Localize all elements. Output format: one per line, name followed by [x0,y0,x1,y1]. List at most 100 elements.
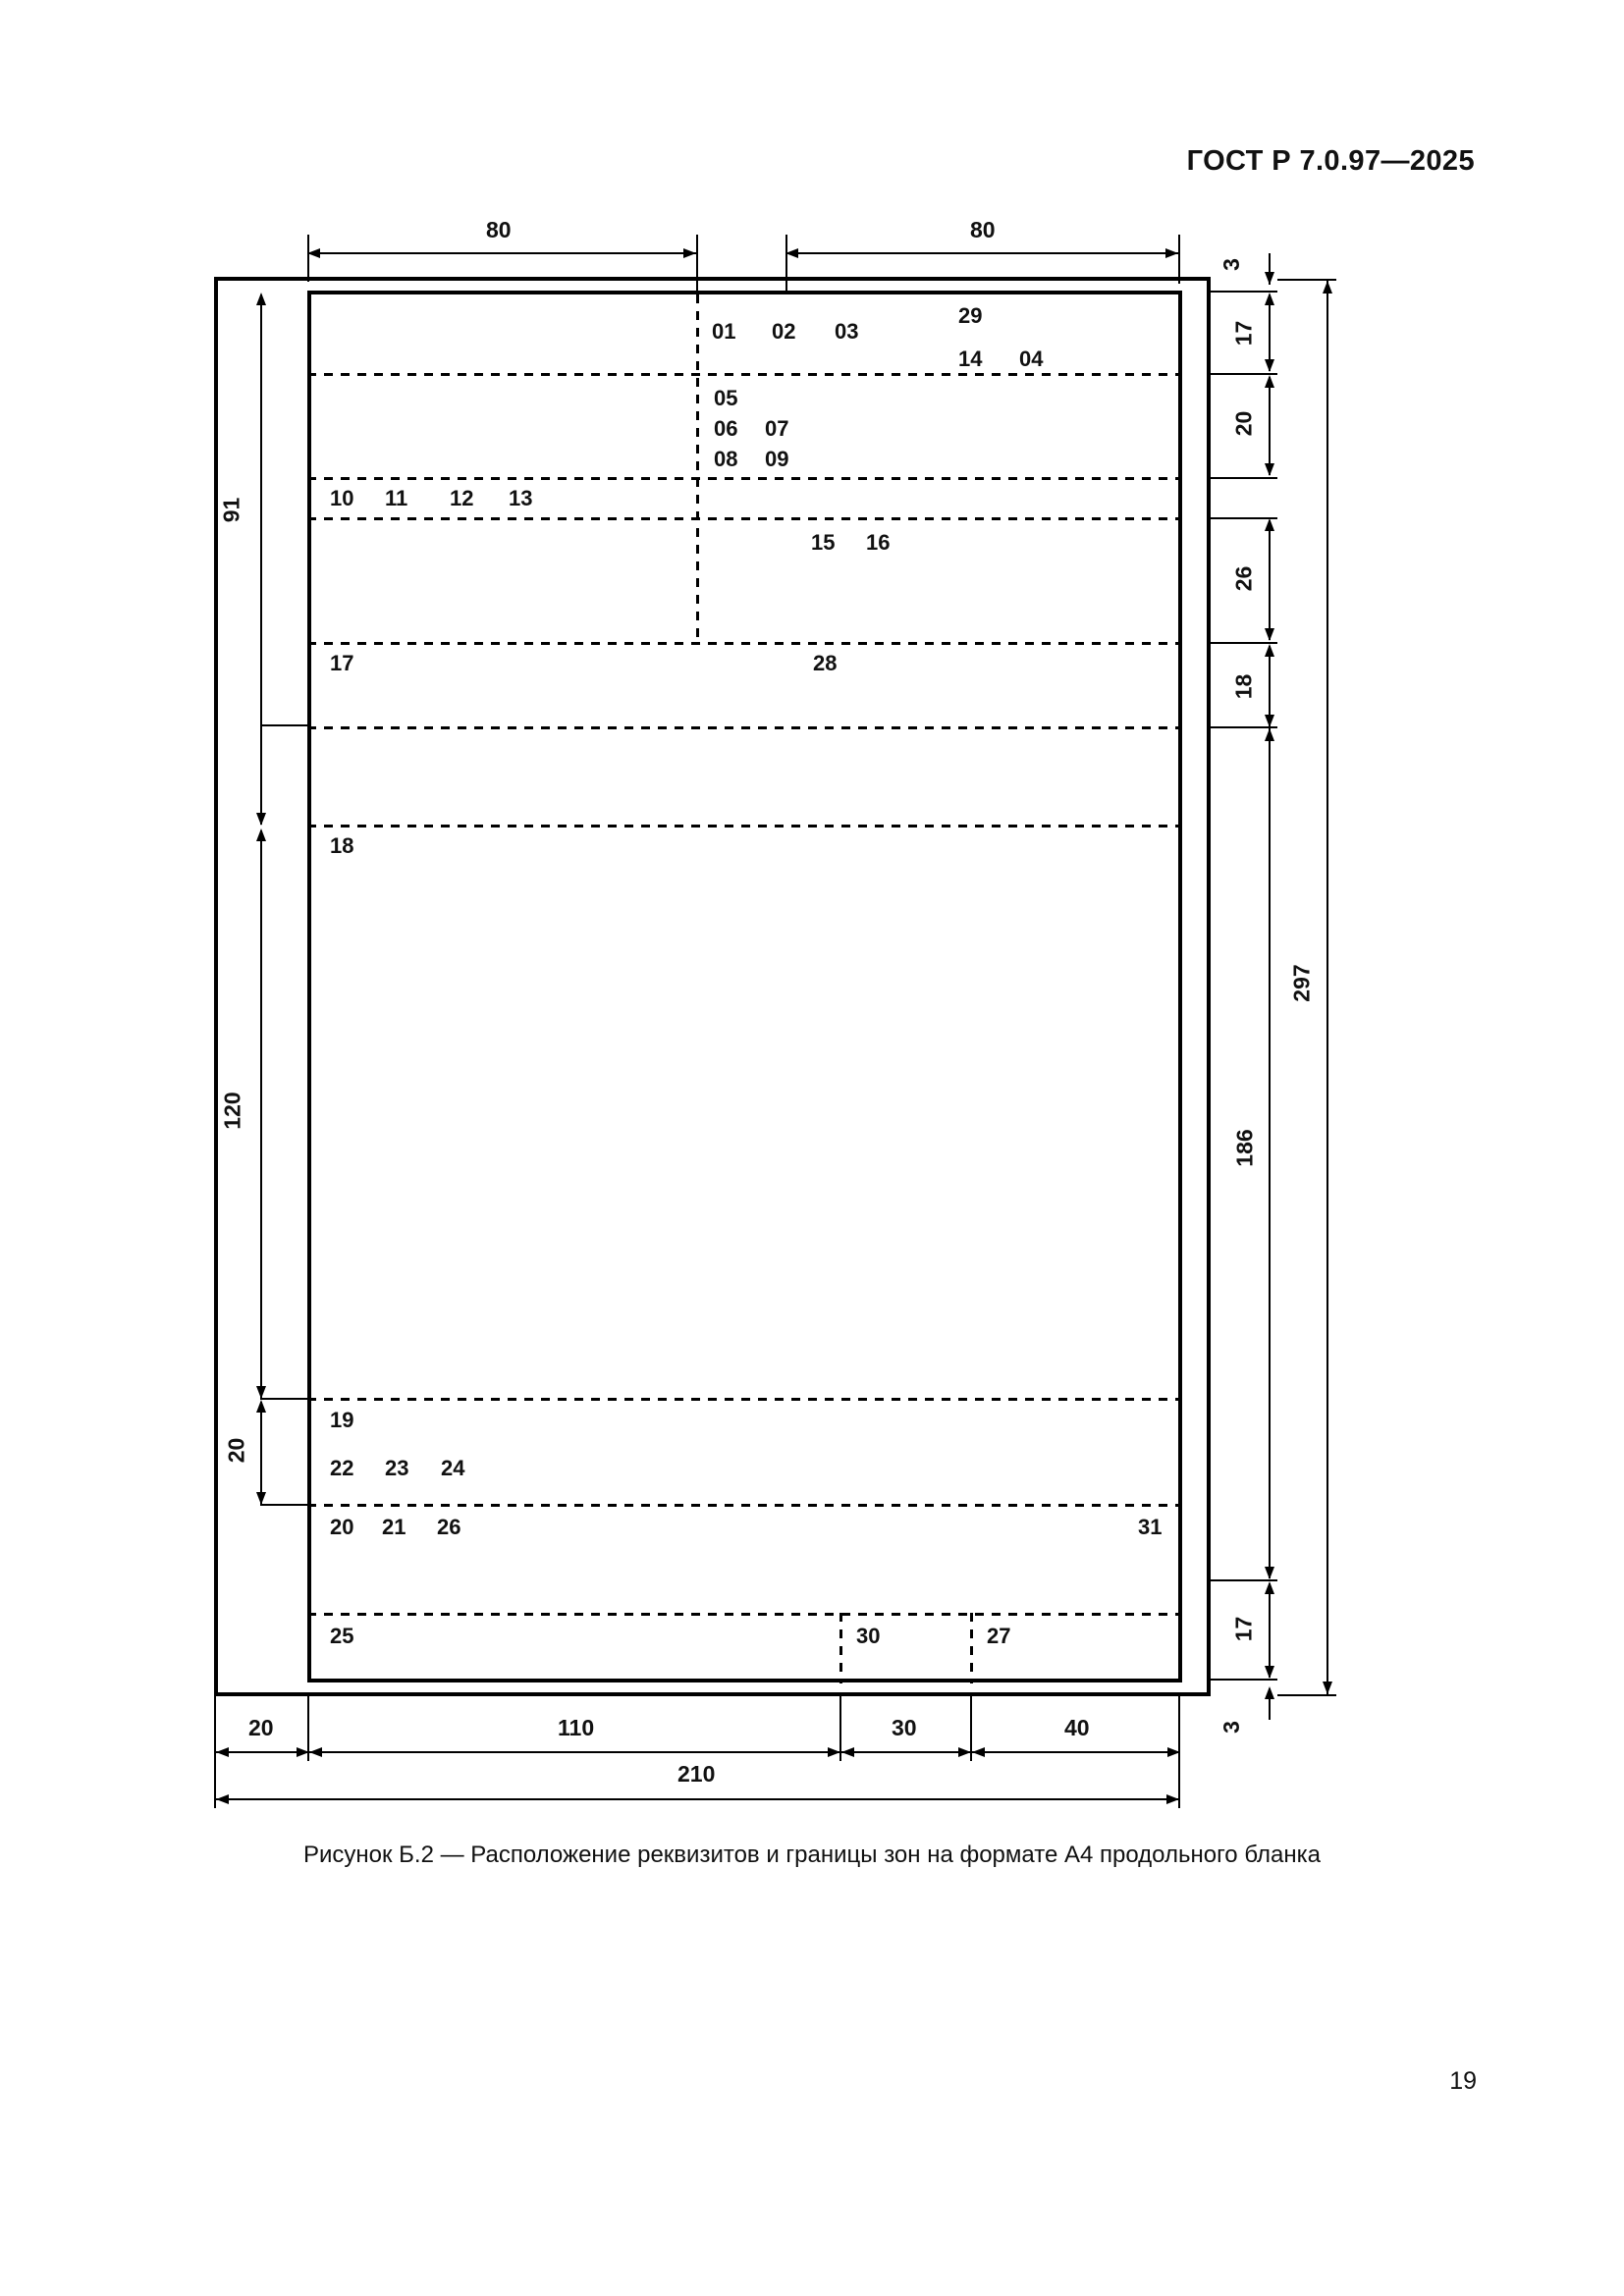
arrowhead-right-18-end [1265,715,1274,727]
arrowhead-left-91-end [256,813,266,826]
dim-right-186: 186 [1231,1129,1258,1167]
arrowhead-left-20-start [256,1400,266,1413]
ext-tick-top-c [785,235,787,294]
zone-divider-1 [307,373,1182,376]
arrowhead-right-17-bottom-end [1265,1666,1274,1679]
zone-label-05: 05 [714,386,738,410]
arrowhead-right-18-start [1265,644,1274,657]
ext-tick-bottom-a [214,1696,216,1761]
zone-label-26: 26 [437,1515,461,1539]
arrowhead-right-297-start [1323,281,1332,294]
ext-tick-297-top [1277,279,1336,281]
dim-bottom-40: 40 [1064,1715,1090,1740]
arrowhead-bottom-210-start [216,1794,229,1804]
ext-tick-top-b [696,235,698,294]
zone-divider-3 [307,517,1182,520]
zone-label-17: 17 [330,651,354,675]
ext-tick-right-c [1207,477,1277,479]
zone-label-20: 20 [330,1515,354,1539]
zone-label-19: 19 [330,1408,354,1432]
dim-bottom-20: 20 [248,1715,274,1740]
dimline-right-17-bottom [1269,1583,1271,1678]
sheet-inner-left-edge [307,291,311,1682]
arrowhead-left-20-end [256,1492,266,1505]
ext-tick-bottom-d [970,1696,972,1761]
zone-divider-7 [307,1398,1182,1401]
zone-label-14: 14 [958,347,983,371]
dim-right-297: 297 [1288,964,1315,1002]
standard-header: ГОСТ Р 7.0.97—2025 [1186,145,1475,177]
ext-tick-left-20-top [260,1398,309,1400]
arrowhead-left-120-end [256,1386,266,1399]
arrowhead-bottom-30-start [841,1747,854,1757]
dim-right-17-bottom: 17 [1230,1616,1257,1642]
zone-label-18: 18 [330,833,354,858]
zone-label-11: 11 [385,486,408,510]
sheet-outer-bottom-edge [214,1692,1211,1696]
arrowhead-right-297-end [1323,1682,1332,1694]
zone-label-03: 03 [835,319,859,344]
ext-tick-right-e [1207,642,1277,644]
zone-label-29: 29 [958,303,983,328]
dimline-right-186 [1269,728,1271,1578]
ext-tick-top-a [307,235,309,282]
ext-tick-right-g [1207,1579,1277,1581]
zone-divider-vertical-center [696,294,699,643]
dimline-right-297 [1326,281,1328,1694]
arrowhead-top-3 [1265,272,1274,285]
zone-divider-4 [307,642,1182,645]
dim-bottom-30: 30 [892,1715,917,1740]
sheet-inner-bottom-edge [307,1679,1182,1682]
arrowhead-right-186-end [1265,1567,1274,1579]
ext-tick-top-d [1178,235,1180,284]
dimline-left-20 [260,1402,262,1504]
dimline-bottom-30 [841,1751,971,1753]
dim-bottom-210: 210 [677,1761,716,1787]
zone-label-22: 22 [330,1456,354,1480]
zone-label-06: 06 [714,416,738,441]
dim-bottom-3: 3 [1218,1721,1244,1734]
arrowhead-right-186-start [1265,728,1274,741]
arrowhead-bottom-20-end [297,1747,309,1757]
zone-divider-5 [307,726,1182,729]
zone-divider-vertical-30 [839,1613,842,1683]
dimline-left-120 [260,830,262,1398]
dim-top-80-left: 80 [486,217,512,242]
dim-right-18: 18 [1230,673,1257,700]
dimline-top-3 [1269,253,1271,285]
dimline-right-18 [1269,646,1271,726]
arrowhead-top-80-right-start [785,248,798,258]
ext-tick-bottom-b [307,1696,309,1761]
arrowhead-right-26-end [1265,628,1274,641]
arrowhead-bottom-3 [1265,1686,1274,1699]
arrowhead-bottom-30-end [958,1747,971,1757]
zone-label-28: 28 [813,651,838,675]
zone-label-23: 23 [385,1456,409,1480]
dimline-bottom-210 [216,1798,1179,1800]
ext-tick-bottom-c [839,1696,841,1761]
dimline-top-80-left [307,252,696,254]
ext-tick-right-f [1207,726,1277,728]
sheet-outer-top-edge [214,277,1211,281]
arrowhead-top-80-left-end [683,248,696,258]
arrowhead-top-80-right-end [1165,248,1178,258]
zone-label-15: 15 [811,530,836,555]
zone-label-24: 24 [441,1456,465,1480]
arrowhead-top-80-left-start [307,248,320,258]
dim-right-20: 20 [1230,410,1257,437]
arrowhead-bottom-20-start [216,1747,229,1757]
zone-label-09: 09 [765,447,789,471]
ext-tick-right-a [1207,291,1277,293]
arrowhead-left-91-start [256,293,266,305]
arrowhead-bottom-110-end [828,1747,840,1757]
zone-divider-9 [307,1613,1182,1616]
figure-drawing: 01 02 03 29 14 04 05 06 07 08 09 10 11 1… [214,217,1336,1808]
arrowhead-right-17-top-start [1265,293,1274,305]
dim-right-17-top: 17 [1230,320,1257,347]
zone-divider-6 [307,825,1182,828]
ext-tick-left-20-bottom [260,1504,309,1506]
dimline-left-91 [260,294,262,825]
zone-divider-2 [307,477,1182,480]
sheet-inner-top-edge [307,291,1182,294]
arrowhead-right-17-bottom-start [1265,1581,1274,1594]
